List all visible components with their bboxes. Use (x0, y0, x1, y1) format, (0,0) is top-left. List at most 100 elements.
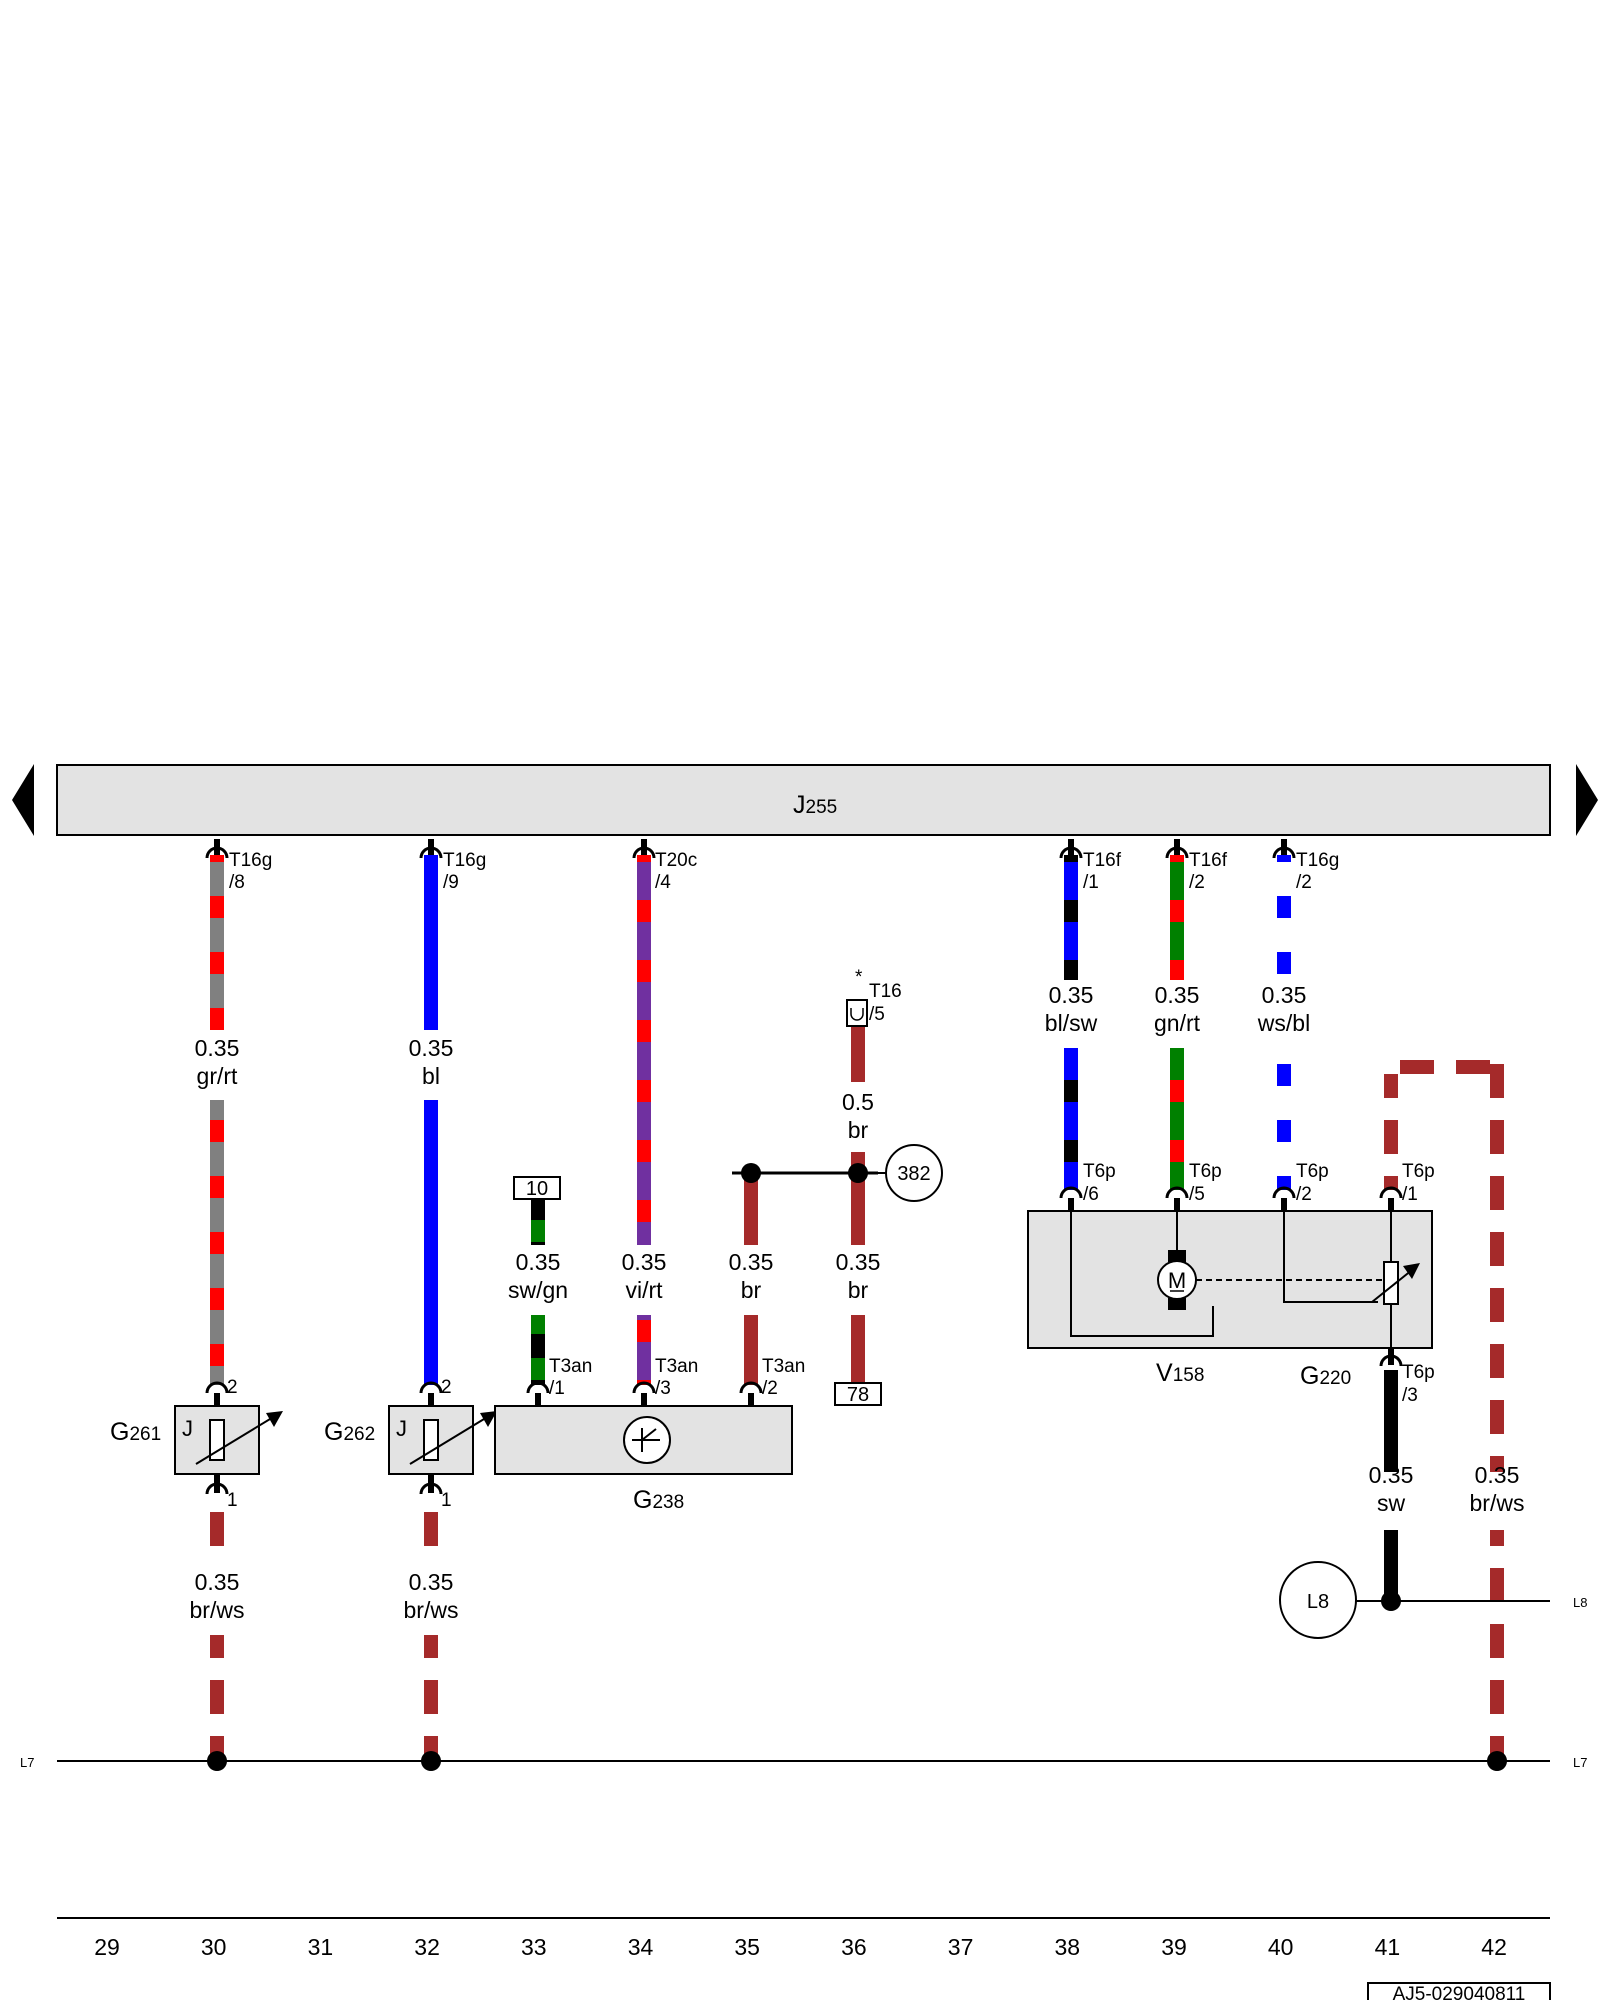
g261-arrow (195, 1415, 276, 1465)
v158-internal-wire-40 (1283, 1200, 1378, 1303)
conn-39-top-pin: /2 (1189, 872, 1205, 893)
conn-35-name: T3an (762, 1356, 805, 1377)
ref-circle-l8-label: L8 (1307, 1591, 1329, 1613)
label-j255: J255 (793, 791, 837, 819)
label-g220: G220 (1300, 1362, 1351, 1390)
label-v158: V158 (1156, 1359, 1204, 1387)
wire-34-color: vi/rt (625, 1277, 663, 1303)
wire-32b-size: 0.35 (409, 1569, 454, 1595)
ref-circle-l8 (1279, 1561, 1357, 1639)
conn-g262-top-pin: 2 (441, 1377, 452, 1398)
wire-36b-color: br (848, 1277, 869, 1303)
junction-42-l7 (1487, 1751, 1507, 1771)
column-number: 42 (1481, 1934, 1507, 1960)
column-number: 31 (308, 1934, 334, 1960)
wire-41-size: 0.35 (1369, 1462, 1414, 1488)
label-g238: G238 (633, 1486, 684, 1514)
wire-33-upper (531, 1200, 545, 1245)
wire-34-lower (637, 1315, 651, 1385)
conn-34-pin: /3 (655, 1378, 671, 1399)
ref-circle-382 (885, 1144, 943, 1202)
wire-35-lower (744, 1315, 758, 1385)
module-j255 (56, 764, 1551, 836)
motor-terminal-top (1168, 1250, 1186, 1262)
conn-41-bot-name: T6p (1402, 1362, 1435, 1383)
wire-39-size: 0.35 (1155, 982, 1200, 1008)
motor-label: M (1168, 1268, 1186, 1293)
column-number: 36 (841, 1934, 867, 1960)
conn-g262-bot-pin: 1 (441, 1490, 452, 1511)
conn-41-v158-pin: /1 (1402, 1184, 1418, 1205)
wire-30b-color: br/ws (190, 1597, 245, 1623)
prev-page-arrow-icon[interactable] (12, 764, 34, 836)
conn-40-v158-pin: /2 (1296, 1184, 1312, 1205)
arc-33-g238 (526, 1381, 550, 1394)
wire-38-upper (1064, 855, 1078, 980)
edge-label-l7-left: L7 (20, 1755, 34, 1770)
conn-30-top-pin: /8 (229, 872, 245, 893)
column-number: 32 (414, 1934, 440, 1960)
conn-41-bot-pin: /3 (1402, 1385, 1418, 1406)
wire-36-bottom (851, 1315, 865, 1382)
wire-32a-size: 0.35 (409, 1035, 454, 1061)
conn-32-top-pin: /9 (443, 872, 459, 893)
conn-33-name: T3an (549, 1356, 592, 1377)
plug-t16-symbol (846, 999, 868, 1027)
conn-35-pin: /2 (762, 1378, 778, 1399)
g261-inner-label: J (182, 1416, 193, 1441)
footer-code-box (1367, 1982, 1551, 2000)
g262-arrow (409, 1415, 490, 1465)
wire-33-lower (531, 1315, 545, 1385)
wire-32a-color: bl (422, 1063, 440, 1089)
conn-30-top-name: T16g (229, 850, 272, 871)
conn-36-top-star: * (855, 967, 863, 988)
junction-41-l8 (1381, 1591, 1401, 1611)
wire-34-upper (637, 855, 651, 1245)
wire-30-upper (210, 855, 224, 1030)
wire-30a-size: 0.35 (195, 1035, 240, 1061)
connector-symbols (205, 846, 1403, 1495)
column-number: 39 (1161, 1934, 1187, 1960)
edge-label-l7-right: L7 (1573, 1755, 1587, 1770)
wire-32-middle (424, 1100, 438, 1385)
label-g262: G262 (324, 1418, 375, 1446)
wire-40-color: ws/bl (1257, 1010, 1310, 1036)
junction-dots (207, 1163, 1507, 1771)
wire-36-top (851, 1025, 865, 1082)
arc-30-g261-top (205, 1381, 229, 1394)
wire-labels: 0.35 gr/rt 0.35 bl 0.35 sw/gn 0.35 vi/rt… (190, 982, 1525, 1623)
wire-30a-color: gr/rt (197, 1063, 239, 1089)
column-number: 30 (201, 1934, 227, 1960)
wire-30-lower-b (210, 1635, 224, 1760)
junction-32-l7 (421, 1751, 441, 1771)
wire-36a-color: br (848, 1117, 869, 1143)
wire-39-lower (1170, 1048, 1184, 1190)
wire-42-upper (1490, 1060, 1504, 1472)
connector-labels: T16g /8 T16g /9 T20c /4 * T16 /5 T16f /1… (227, 850, 1435, 1511)
wire-32b-color: br/ws (404, 1597, 459, 1623)
v158-internal-wire-38 (1070, 1200, 1214, 1337)
conn-39-v158-name: T6p (1189, 1161, 1222, 1182)
wire-42-color: br/ws (1470, 1490, 1525, 1516)
column-number: 35 (734, 1934, 760, 1960)
plug-t16-arc (850, 1008, 864, 1021)
conn-38-v158-name: T6p (1083, 1161, 1116, 1182)
column-number: 40 (1268, 1934, 1294, 1960)
wire-40-upper (1277, 855, 1291, 980)
wire-34-size: 0.35 (622, 1249, 667, 1275)
wire-41-lower-a (1384, 1370, 1398, 1472)
conn-40-top-name: T16g (1296, 850, 1339, 871)
column-number: 37 (948, 1934, 974, 1960)
next-page-arrow-icon[interactable] (1576, 764, 1598, 836)
g262-arrowhead-icon (480, 1411, 497, 1427)
conn-33-pin: /1 (549, 1378, 565, 1399)
conn-38-v158-pin: /6 (1083, 1184, 1099, 1205)
g220-arrow (1371, 1269, 1413, 1303)
arc-39-v158 (1165, 1186, 1189, 1199)
conn-34-top-name: T20c (655, 850, 697, 871)
wire-41-42-top (1384, 1060, 1504, 1074)
wire-33-color: sw/gn (508, 1277, 568, 1303)
arc-34-g238 (632, 1381, 656, 1394)
